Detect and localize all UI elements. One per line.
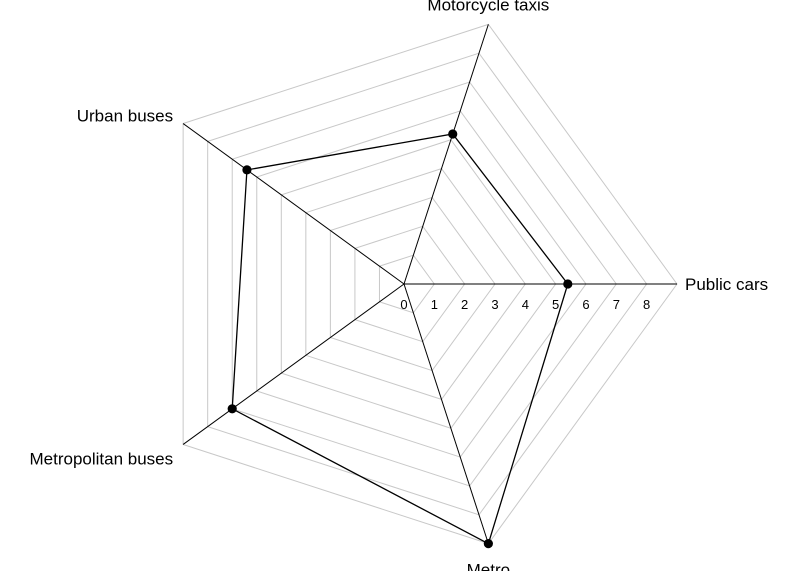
tick-label: 3 (491, 297, 498, 312)
axis-label: Metropolitan buses (29, 449, 173, 468)
axis-spoke (182, 283, 405, 445)
axis-spoke (182, 123, 405, 285)
axis-label: Motorcycle taxis (427, 0, 549, 14)
tick-label: 0 (400, 297, 407, 312)
spoke-layer (182, 24, 677, 544)
tick-label: 1 (431, 297, 438, 312)
axis-label: Urban buses (77, 107, 173, 126)
tick-label: 7 (613, 297, 620, 312)
data-point (242, 165, 252, 175)
grid-ring (354, 225, 466, 343)
grid-ring (378, 254, 435, 314)
data-point (227, 404, 237, 414)
grid-ring (280, 139, 557, 429)
grid-ring (329, 196, 496, 372)
grid-ring (231, 81, 617, 487)
axis-label: Metro (467, 561, 510, 571)
axis-label: Public cars (685, 275, 768, 294)
axis-spoke (403, 283, 489, 544)
tick-label: 8 (643, 297, 650, 312)
tick-label: 6 (582, 297, 589, 312)
data-point (563, 279, 573, 289)
grid-ring (182, 23, 678, 545)
grid-ring (305, 168, 526, 400)
grid-layer (182, 23, 678, 545)
data-point (483, 539, 493, 549)
tick-label: 5 (552, 297, 559, 312)
grid-ring (207, 52, 648, 516)
axis-spoke (403, 24, 489, 285)
tick-label: 4 (522, 297, 529, 312)
tick-label: 2 (461, 297, 468, 312)
series-line (231, 133, 569, 545)
data-point (448, 129, 458, 139)
series-layer (227, 129, 573, 549)
tick-labels: 0 1 2 3 4 5 6 7 8 (400, 297, 650, 312)
grid-ring (256, 110, 587, 458)
